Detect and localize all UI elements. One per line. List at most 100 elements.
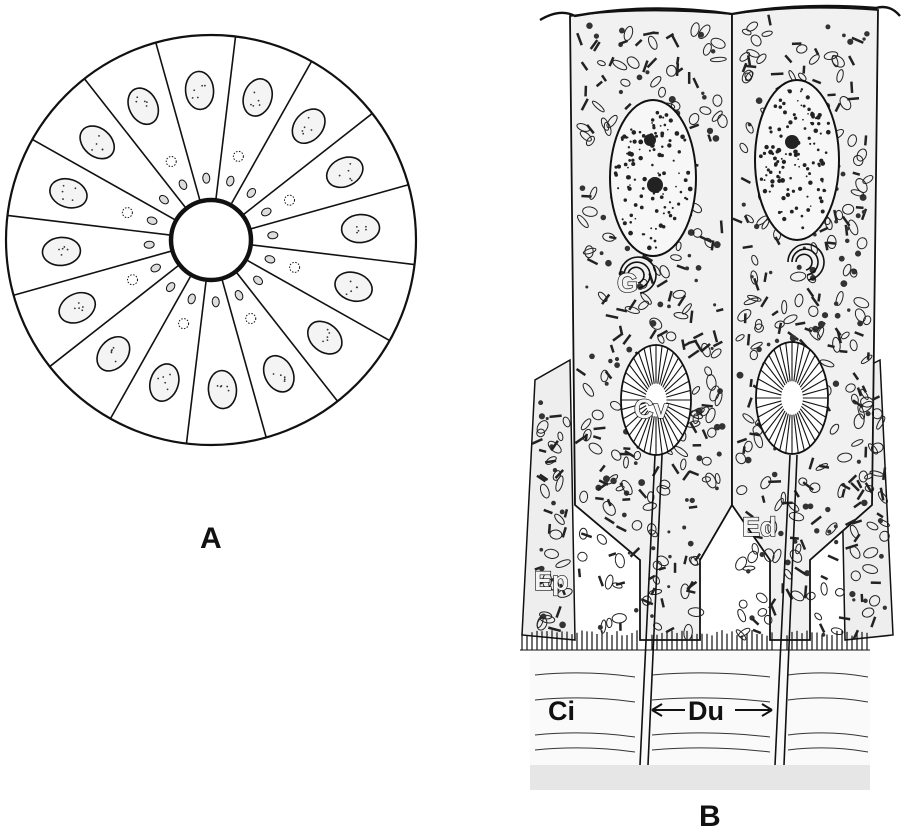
nucleus <box>238 75 276 120</box>
granule <box>551 501 556 506</box>
chromatin-granule <box>783 110 787 114</box>
chromatin-granule <box>817 149 820 152</box>
granule <box>812 326 819 333</box>
chromatin-granule <box>673 217 677 221</box>
chromatin-granule <box>825 151 828 154</box>
chromatin-dot <box>82 306 84 308</box>
inner-nucleus <box>158 194 170 206</box>
chromatin-granule <box>816 115 820 119</box>
cell-wall <box>251 185 408 229</box>
chromatin-granule <box>777 127 781 131</box>
granule <box>713 303 716 306</box>
chromatin-granule <box>635 218 637 220</box>
granule <box>610 478 617 485</box>
chromatin-granule <box>624 198 627 201</box>
chromatin-dot <box>111 349 113 351</box>
granule <box>585 285 588 288</box>
chromatin-granule <box>650 227 652 229</box>
chromatin-dot <box>258 100 260 102</box>
chromatin-granule <box>808 180 812 184</box>
chromatin-dot <box>169 374 171 376</box>
chromatin-granule <box>649 150 651 152</box>
chromatin-granule <box>808 172 811 175</box>
inner-nucleus <box>252 274 264 286</box>
chromatin-granule <box>819 159 823 163</box>
granule <box>622 513 627 518</box>
granule <box>711 347 714 350</box>
chromatin-granule <box>818 165 821 168</box>
chromatin-granule <box>660 125 662 127</box>
vesicle <box>595 533 608 546</box>
mitochondrion <box>581 195 591 198</box>
chromatin-granule <box>807 108 810 111</box>
chromatin-granule <box>763 189 767 193</box>
chromatin-granule <box>763 152 766 155</box>
chromatin-granule <box>760 178 763 181</box>
chromatin-granule <box>806 95 810 99</box>
chromatin-granule <box>647 246 652 251</box>
inner-nucleus <box>146 216 158 226</box>
chromatin-dot <box>96 143 98 145</box>
chromatin-granule <box>786 125 789 128</box>
chromatin-granule <box>677 203 680 206</box>
chromatin-dot <box>146 105 148 107</box>
granule <box>769 271 772 274</box>
granule <box>538 400 543 405</box>
granule <box>852 598 855 601</box>
chromatin-granule <box>632 130 637 135</box>
chromatin-granule <box>812 161 815 164</box>
chromatin-dot <box>308 117 310 119</box>
chromatin-granule <box>820 178 824 182</box>
vesicle <box>746 550 760 565</box>
nucleus <box>322 151 369 193</box>
chromatin-granule <box>686 198 688 200</box>
chromatin-granule <box>655 228 657 230</box>
chromatin-dot <box>304 126 306 128</box>
chromatin-granule <box>678 172 680 174</box>
ciliary-tuft <box>122 208 132 218</box>
chromatin-granule <box>662 193 664 195</box>
chromatin-granule <box>680 134 685 139</box>
mitochondrion <box>674 563 677 573</box>
granule <box>842 34 846 38</box>
vesicle <box>751 543 759 555</box>
chromatin-granule <box>765 166 767 168</box>
central-lumen <box>171 200 251 280</box>
chromatin-dot <box>111 352 113 354</box>
chromatin-granule <box>662 116 664 118</box>
mitochondrion <box>584 86 587 97</box>
granule <box>857 460 861 464</box>
granule <box>878 518 883 523</box>
chromatin-granule <box>675 131 680 136</box>
chromatin-granule <box>655 209 659 213</box>
chromatin-granule <box>820 199 824 203</box>
vesicle <box>755 591 769 604</box>
ciliary-tuft <box>284 195 294 205</box>
chromatin-granule <box>680 191 683 194</box>
nucleus-right <box>755 80 839 240</box>
chromatin-granule <box>627 175 631 179</box>
chromatin-granule <box>672 207 674 209</box>
granule <box>803 503 809 509</box>
chromatin-granule <box>660 195 664 199</box>
chromatin-granule <box>614 171 618 175</box>
chromatin-granule <box>822 189 825 192</box>
chromatin-granule <box>639 131 642 134</box>
nucleolus <box>785 135 799 149</box>
chromatin-dot <box>197 97 199 99</box>
granule <box>742 203 746 207</box>
chromatin-granule <box>684 178 688 182</box>
chromatin-dot <box>349 178 351 180</box>
chromatin-dot <box>356 226 358 228</box>
nucleus <box>54 287 101 329</box>
granule <box>847 39 853 45</box>
granule <box>638 479 645 486</box>
vesicle <box>737 627 751 639</box>
chromatin-granule <box>827 122 830 125</box>
chromatin-granule <box>808 137 811 140</box>
chromatin-granule <box>781 211 783 213</box>
vesicle <box>606 618 612 628</box>
granule <box>840 280 847 287</box>
inner-nucleus <box>202 173 210 184</box>
granule <box>825 24 830 29</box>
